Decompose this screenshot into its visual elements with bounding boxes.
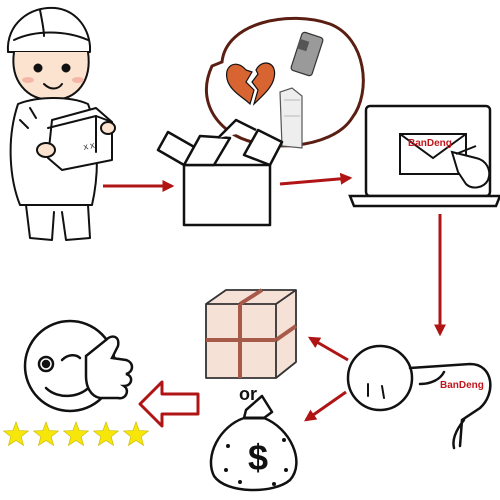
thought-bubble [204,16,365,151]
flow-arrow-box-to-laptop [279,172,353,186]
winking-face-thumbs-up-icon [23,319,134,413]
box-marks: X X [83,143,96,152]
open-box-icon [156,118,284,227]
replacement-parcel-icon [205,288,298,379]
flow-arrow-to-refund [304,390,347,422]
courier-illustration: X X [6,6,116,241]
five-star-rating [2,421,150,447]
star-icon [2,421,30,447]
star-icon [62,421,90,447]
star-icon [122,421,150,447]
pointing-hand-icon [450,145,491,189]
damaged-product-icon [279,31,324,149]
money-bag-icon [209,394,298,492]
flow-arrow-to-happy-customer [138,380,200,428]
star-icon [32,421,60,447]
shirt-brand-label: BanDeng [440,380,484,391]
star-icon [92,421,120,447]
laptop-icon: BanDeng [348,104,500,208]
broken-heart-icon [226,62,276,107]
apologizing-person-illustration [346,344,492,450]
email-brand-label: BanDeng [408,138,452,149]
or-label: or [239,384,257,404]
flow-arrow-to-replacement [307,336,349,362]
dollar-sign: $ [248,437,268,478]
